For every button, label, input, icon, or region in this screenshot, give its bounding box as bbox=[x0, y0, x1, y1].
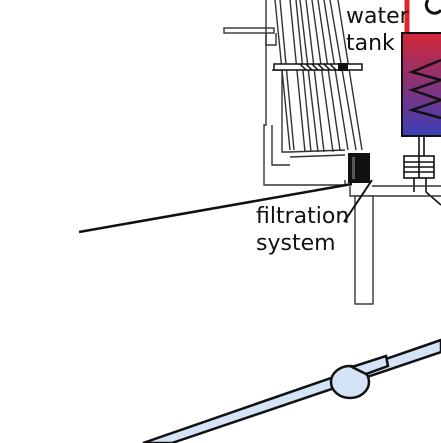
deck-surface bbox=[349, 185, 441, 197]
collector-structure bbox=[223, 0, 363, 186]
filtration-unit bbox=[348, 153, 370, 183]
filtration-label-line1: filtration bbox=[256, 204, 350, 229]
pipe-loop bbox=[424, 0, 441, 15]
valve-box bbox=[403, 136, 441, 206]
filtration-pipe bbox=[354, 195, 374, 305]
pump bbox=[329, 364, 371, 400]
heating-coil bbox=[407, 58, 441, 120]
water-tank bbox=[401, 32, 441, 137]
return-pipe bbox=[142, 338, 441, 443]
filtration-leader bbox=[343, 179, 373, 223]
clamp-bar bbox=[273, 63, 363, 71]
water-tank-label-line1: water bbox=[346, 4, 409, 29]
water-tank-label-line2: tank bbox=[346, 31, 395, 56]
pool-edge-line bbox=[78, 182, 353, 234]
filtration-label-line2: system bbox=[256, 231, 336, 256]
